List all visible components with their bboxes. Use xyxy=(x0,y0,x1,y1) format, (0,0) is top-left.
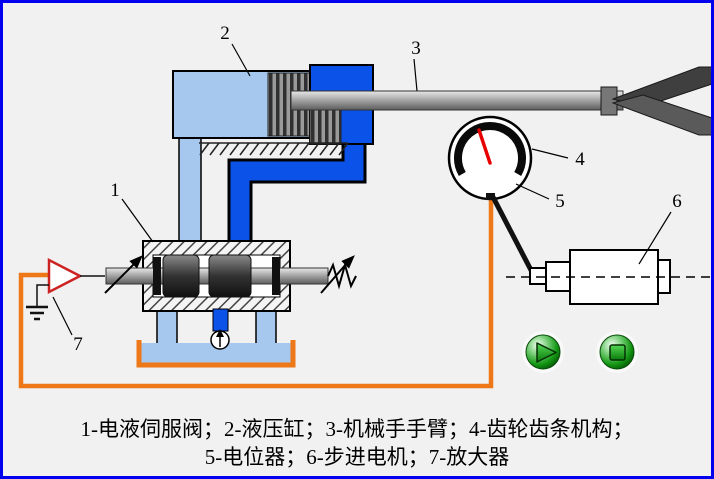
diagram-canvas: 1 2 3 4 5 6 7 xyxy=(18,23,711,389)
part-label-1: 1 xyxy=(110,180,120,201)
stop-icon xyxy=(609,344,626,361)
gear-rack-dial xyxy=(447,115,533,201)
stop-button[interactable] xyxy=(596,331,638,373)
leader-line-6 xyxy=(638,211,672,265)
oil-tank xyxy=(136,340,296,368)
solenoid-arrow-left xyxy=(104,255,143,294)
piston-rod-arm xyxy=(290,90,624,111)
part-label-6: 6 xyxy=(672,191,682,212)
part-label-7: 7 xyxy=(73,334,83,355)
caption-line-2: 5-电位器；6-步进电机；7-放大器 xyxy=(204,445,510,469)
pump-symbol xyxy=(210,329,230,350)
play-icon xyxy=(536,342,557,363)
part-label-2: 2 xyxy=(220,23,230,44)
mount-hatching xyxy=(199,142,349,156)
return-pipe-dark xyxy=(227,133,367,245)
leader-line-3 xyxy=(413,58,418,92)
gripper xyxy=(600,66,711,136)
play-button[interactable] xyxy=(522,331,564,373)
drain-pipe-left xyxy=(156,308,178,348)
supply-pipe-light xyxy=(178,130,202,248)
feedback-wire xyxy=(18,197,494,389)
cylinder-gland xyxy=(309,109,342,145)
amplifier xyxy=(47,257,105,295)
leader-line-2 xyxy=(231,43,251,77)
part-label-5: 5 xyxy=(555,191,565,212)
spool-land-left xyxy=(162,254,200,298)
part-label-4: 4 xyxy=(575,149,585,170)
servo-valve xyxy=(105,240,329,312)
pump-pipe-stub xyxy=(212,308,229,332)
leader-lines xyxy=(52,43,672,336)
spool-land-right xyxy=(208,254,252,298)
gear-arc xyxy=(454,122,526,176)
dial-pivot xyxy=(486,193,495,200)
leader-line-1 xyxy=(121,198,154,243)
drain-pipe-right xyxy=(255,308,277,348)
cavity-end-left xyxy=(153,257,161,295)
cavity-end-right xyxy=(272,257,280,295)
leader-line-7 xyxy=(52,296,73,336)
solenoid-arrow-right xyxy=(320,255,355,294)
ground-symbol xyxy=(26,284,49,321)
return-spring xyxy=(327,261,357,290)
motor-shaft xyxy=(529,267,547,285)
leader-line-4 xyxy=(531,148,569,159)
link-rod xyxy=(490,195,536,276)
part-label-3: 3 xyxy=(411,38,421,59)
amplifier-triangle xyxy=(47,257,83,295)
potentiometer-needle xyxy=(477,128,492,165)
caption-line-1: 1-电液伺服阀；2-液压缸；3-机械手手臂；4-齿轮齿条机构； xyxy=(80,417,634,441)
leader-line-5 xyxy=(515,183,550,200)
caption: 1-电液伺服阀；2-液压缸；3-机械手手臂；4-齿轮齿条机构； 5-电位器；6-… xyxy=(3,415,711,471)
